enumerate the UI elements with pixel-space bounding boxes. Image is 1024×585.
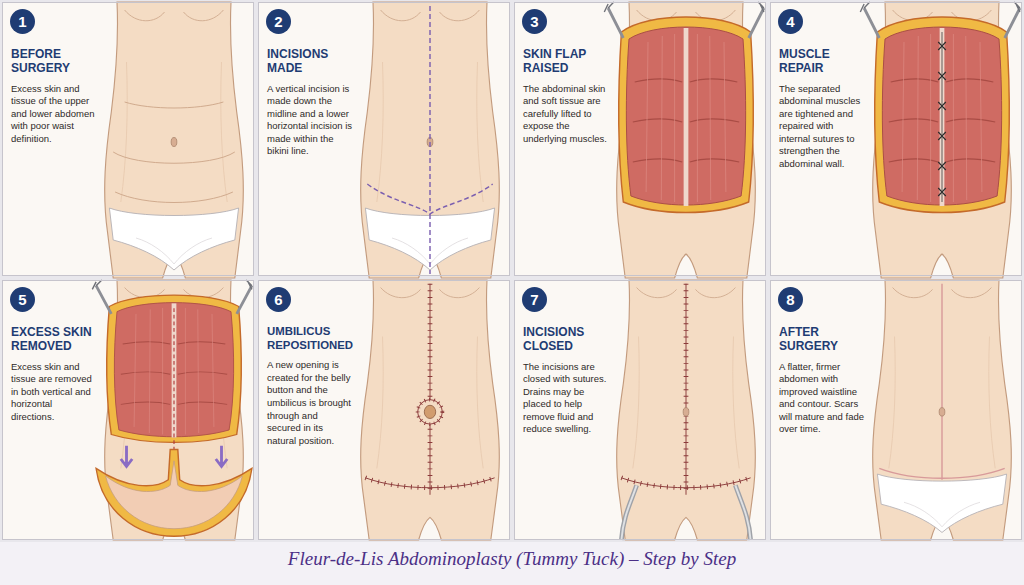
callout-number: 5 xyxy=(18,291,26,308)
step-description: A new opening is created for the belly b… xyxy=(267,359,353,447)
step-panel: EXCESS SKIN REMOVED Excess skin and tissu… xyxy=(2,280,254,540)
callout-number: 4 xyxy=(786,13,794,30)
step-description: A vertical incision is made down the mid… xyxy=(267,83,353,158)
step-description: The separated abdominal muscles are tigh… xyxy=(779,83,865,171)
step-panel: SKIN FLAP RAISED The abdominal skin and s… xyxy=(514,2,766,276)
step-number: 6 xyxy=(266,287,291,312)
step-text: SKIN FLAP RAISED The abdominal skin and s… xyxy=(523,47,609,145)
step-panel: UMBILICUS REPOSITIONED A new opening is c… xyxy=(258,280,510,540)
callout-number: 1 xyxy=(18,13,26,30)
step-text: MUSCLE REPAIR The separated abdominal mus… xyxy=(779,47,865,171)
callout-number: 7 xyxy=(530,291,538,308)
step-panel: MUSCLE REPAIR The separated abdominal mus… xyxy=(770,2,1022,276)
step-text: INCISIONS MADE A vertical incision is mad… xyxy=(267,47,353,158)
step-number: 2 xyxy=(266,9,291,34)
step-description: The abdominal skin and soft tissue are c… xyxy=(523,83,609,146)
step-heading: INCISIONS MADE xyxy=(267,47,353,76)
step-heading: INCISIONS CLOSED xyxy=(523,325,609,354)
step-panel: INCISIONS CLOSED The incisions are closed… xyxy=(514,280,766,540)
step-heading: UMBILICUS REPOSITIONED xyxy=(267,325,353,352)
callout-number: 6 xyxy=(274,291,282,308)
step-text: INCISIONS CLOSED The incisions are closed… xyxy=(523,325,609,436)
step-description: Excess skin and tissue are removed in bo… xyxy=(11,361,97,424)
step-description: The incisions are closed with sutures. D… xyxy=(523,361,609,436)
step-text: UMBILICUS REPOSITIONED A new opening is c… xyxy=(267,325,353,447)
step-number: 7 xyxy=(522,287,547,312)
step-panel: BEFORE SURGERY Excess skin and tissue of … xyxy=(2,2,254,276)
step-description: Excess skin and tissue of the upper and … xyxy=(11,83,97,146)
step-description: A flatter, firmer abdomen with improved … xyxy=(779,361,865,436)
step-heading: EXCESS SKIN REMOVED xyxy=(11,325,97,354)
step-panel: INCISIONS MADE A vertical incision is mad… xyxy=(258,2,510,276)
callout-number: 8 xyxy=(786,291,794,308)
step-heading: MUSCLE REPAIR xyxy=(779,47,865,76)
step-heading: BEFORE SURGERY xyxy=(11,47,97,76)
step-text: BEFORE SURGERY Excess skin and tissue of … xyxy=(11,47,97,145)
step-panel: AFTER SURGERY A flatter, firmer abdomen w… xyxy=(770,280,1022,540)
step-heading: SKIN FLAP RAISED xyxy=(523,47,609,76)
step-heading: AFTER SURGERY xyxy=(779,325,865,354)
step-text: AFTER SURGERY A flatter, firmer abdomen w… xyxy=(779,325,865,436)
step-number: 3 xyxy=(522,9,547,34)
figure-caption: Fleur-de-Lis Abdominoplasty (Tummy Tuck)… xyxy=(0,548,1024,570)
step-number: 4 xyxy=(778,9,803,34)
step-number: 1 xyxy=(10,9,35,34)
callout-number: 2 xyxy=(274,13,282,30)
callout-number: 3 xyxy=(530,13,538,30)
step-text: EXCESS SKIN REMOVED Excess skin and tissu… xyxy=(11,325,97,423)
step-number: 8 xyxy=(778,287,803,312)
step-number: 5 xyxy=(10,287,35,312)
